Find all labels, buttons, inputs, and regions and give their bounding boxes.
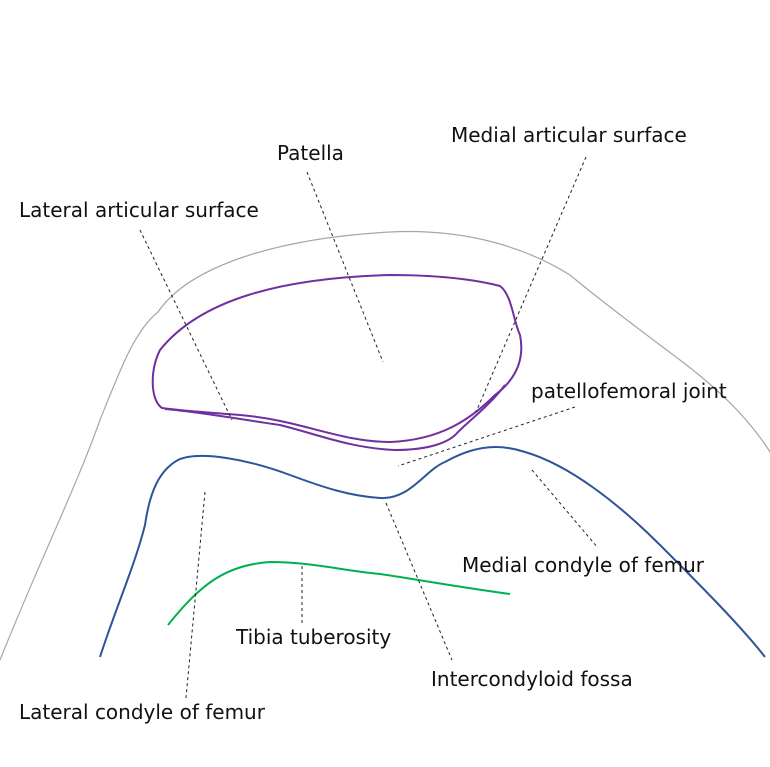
tibia-tuberosity-line (167, 560, 511, 626)
patella-articular-surface-line (164, 384, 506, 452)
label-medial-condyle-of-femur: Medial condyle of femur (462, 553, 705, 577)
leader-lateral-articular-surface (139, 229, 233, 421)
femur-outline (99, 446, 766, 658)
leader-intercondyloid-fossa (385, 502, 453, 661)
label-tibia-tuberosity: Tibia tuberosity (236, 625, 392, 649)
leader-medial-condyle-of-femur (531, 469, 599, 549)
label-lateral-articular-surface: Lateral articular surface (19, 198, 259, 222)
label-medial-articular-surface: Medial articular surface (451, 123, 687, 147)
label-intercondyloid-fossa: Intercondyloid fossa (431, 667, 633, 691)
leader-patellofemoral-joint (397, 406, 576, 467)
label-lateral-condyle-of-femur: Lateral condyle of femur (19, 700, 265, 724)
label-patella: Patella (277, 141, 344, 165)
leader-medial-articular-surface (475, 156, 587, 413)
leader-lateral-condyle-of-femur (185, 491, 206, 699)
patella-outline (151, 273, 523, 444)
label-patellofemoral-joint: patellofemoral joint (531, 379, 727, 403)
skin-outline (0, 230, 770, 661)
leader-patella (306, 171, 384, 363)
